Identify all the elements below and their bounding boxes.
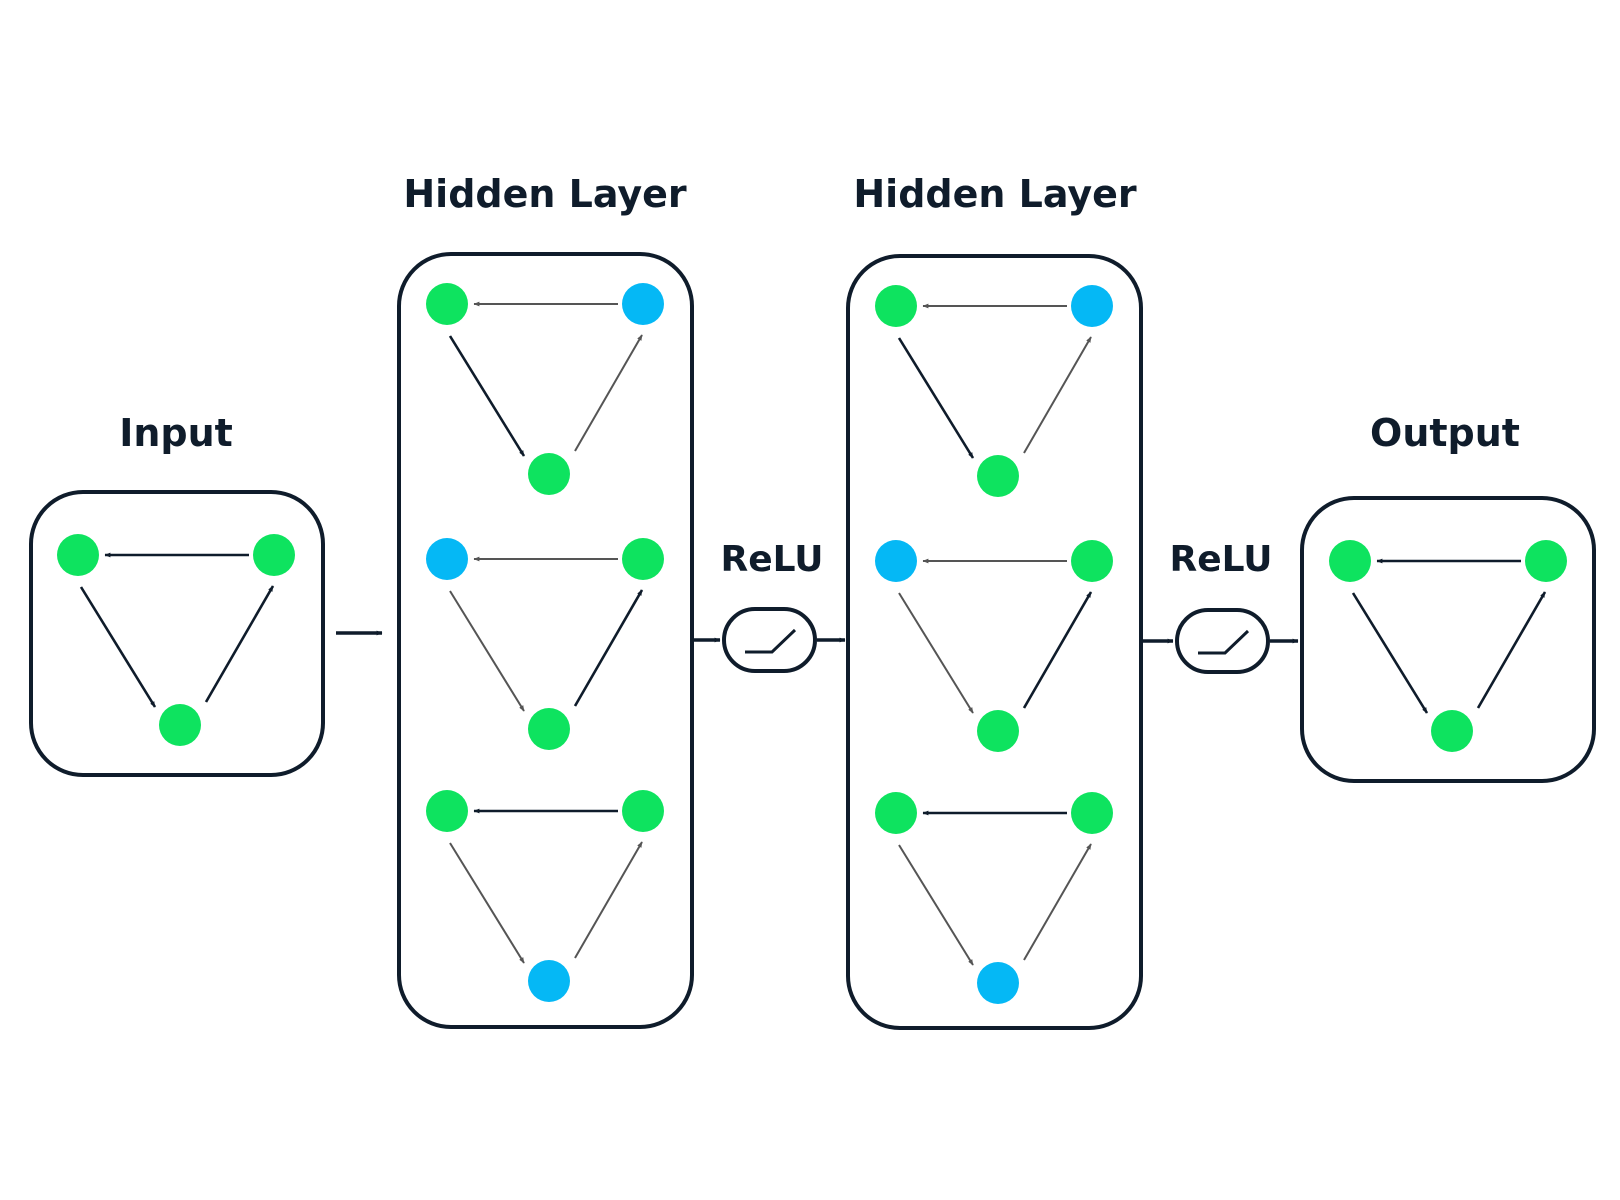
input-graph [57, 534, 295, 746]
hidden-2-sub-3-edge-left-to-bottom [898, 844, 974, 966]
hidden-1-sub-1-top-right-node [622, 283, 664, 325]
hidden-2-sub-1-top-right-node [1071, 285, 1113, 327]
hidden-1-sub-3-top-right-node [622, 790, 664, 832]
hidden-layer-2-label: Hidden Layer [853, 172, 1137, 216]
output-frame [1300, 496, 1596, 783]
hidden-1-sub-1-graph [426, 283, 664, 495]
hidden-1-sub-3-top-left-node [426, 790, 468, 832]
output-top-right-node [1525, 540, 1567, 582]
output-graph [1329, 540, 1567, 752]
hidden-1-sub-3-edge-bottom-to-right [574, 841, 643, 959]
output-label: Output [1370, 411, 1520, 455]
input-frame [29, 490, 325, 777]
hidden-layer-1-frame [397, 252, 694, 1029]
hidden-1-sub-3-bottom-node [528, 960, 570, 1002]
relu-1-activation [722, 607, 817, 673]
hidden-2-sub-2-edge-bottom-to-right [1022, 591, 1093, 709]
input-top-left-node [57, 534, 99, 576]
input-label: Input [119, 411, 233, 455]
hidden-2-sub-1-bottom-node [977, 455, 1019, 497]
hidden-1-sub-1-top-left-node [426, 283, 468, 325]
hidden-layer-1-label: Hidden Layer [403, 172, 687, 216]
input-edge-left-to-bottom [79, 586, 157, 708]
relu-1-label: ReLU [720, 539, 823, 580]
hidden-1-sub-2-top-left-node [426, 538, 468, 580]
hidden-1-sub-2-edge-left-to-bottom [449, 590, 525, 712]
hidden-2-sub-1-edge-bottom-to-right [1023, 336, 1092, 454]
output-graph [1329, 540, 1567, 752]
relu-2-pill [1175, 608, 1270, 674]
hidden-1-sub-3-graph [426, 790, 664, 1002]
output-edge-bottom-to-right [1476, 591, 1547, 709]
hidden-2-sub-1-graph [875, 285, 1113, 497]
input-top-right-node [253, 534, 295, 576]
hidden-2-sub-2-bottom-node [977, 710, 1019, 752]
hidden-2-sub-2-graph [875, 540, 1113, 752]
hidden-2-sub-3-bottom-node [977, 962, 1019, 1004]
relu-2-label: ReLU [1169, 539, 1272, 580]
hidden-layer-2-graphs [875, 285, 1113, 1004]
input-graph [57, 534, 295, 746]
relu-2-curve-icon [1198, 629, 1250, 655]
relu-1-curve-icon [745, 628, 797, 654]
hidden-2-sub-3-top-left-node [875, 792, 917, 834]
hidden-1-sub-2-edge-bottom-to-right [573, 589, 644, 707]
relu-1-pill [722, 607, 817, 673]
hidden-2-sub-2-edge-left-to-bottom [898, 592, 974, 714]
hidden-1-sub-3-edge-left-to-bottom [449, 842, 525, 964]
hidden-layer-2-frame [846, 254, 1143, 1030]
hidden-2-sub-2-top-right-node [1071, 540, 1113, 582]
hidden-2-sub-3-edge-bottom-to-right [1023, 843, 1092, 961]
relu-2-activation [1175, 608, 1270, 674]
hidden-1-sub-2-top-right-node [622, 538, 664, 580]
hidden-1-sub-2-graph [426, 538, 664, 750]
hidden-2-sub-3-top-right-node [1071, 792, 1113, 834]
hidden-1-sub-1-edge-left-to-bottom [448, 335, 526, 457]
hidden-1-sub-1-edge-bottom-to-right [574, 334, 643, 452]
hidden-2-sub-3-graph [875, 792, 1113, 1004]
hidden-2-sub-2-top-left-node [875, 540, 917, 582]
hidden-1-sub-1-bottom-node [528, 453, 570, 495]
hidden-2-sub-1-edge-left-to-bottom [897, 337, 975, 459]
output-top-left-node [1329, 540, 1371, 582]
hidden-2-sub-1-top-left-node [875, 285, 917, 327]
hidden-1-sub-2-bottom-node [528, 708, 570, 750]
input-edge-bottom-to-right [204, 585, 275, 703]
output-edge-left-to-bottom [1351, 592, 1429, 714]
output-bottom-node [1431, 710, 1473, 752]
input-bottom-node [159, 704, 201, 746]
hidden-layer-1-graphs [426, 283, 664, 1002]
